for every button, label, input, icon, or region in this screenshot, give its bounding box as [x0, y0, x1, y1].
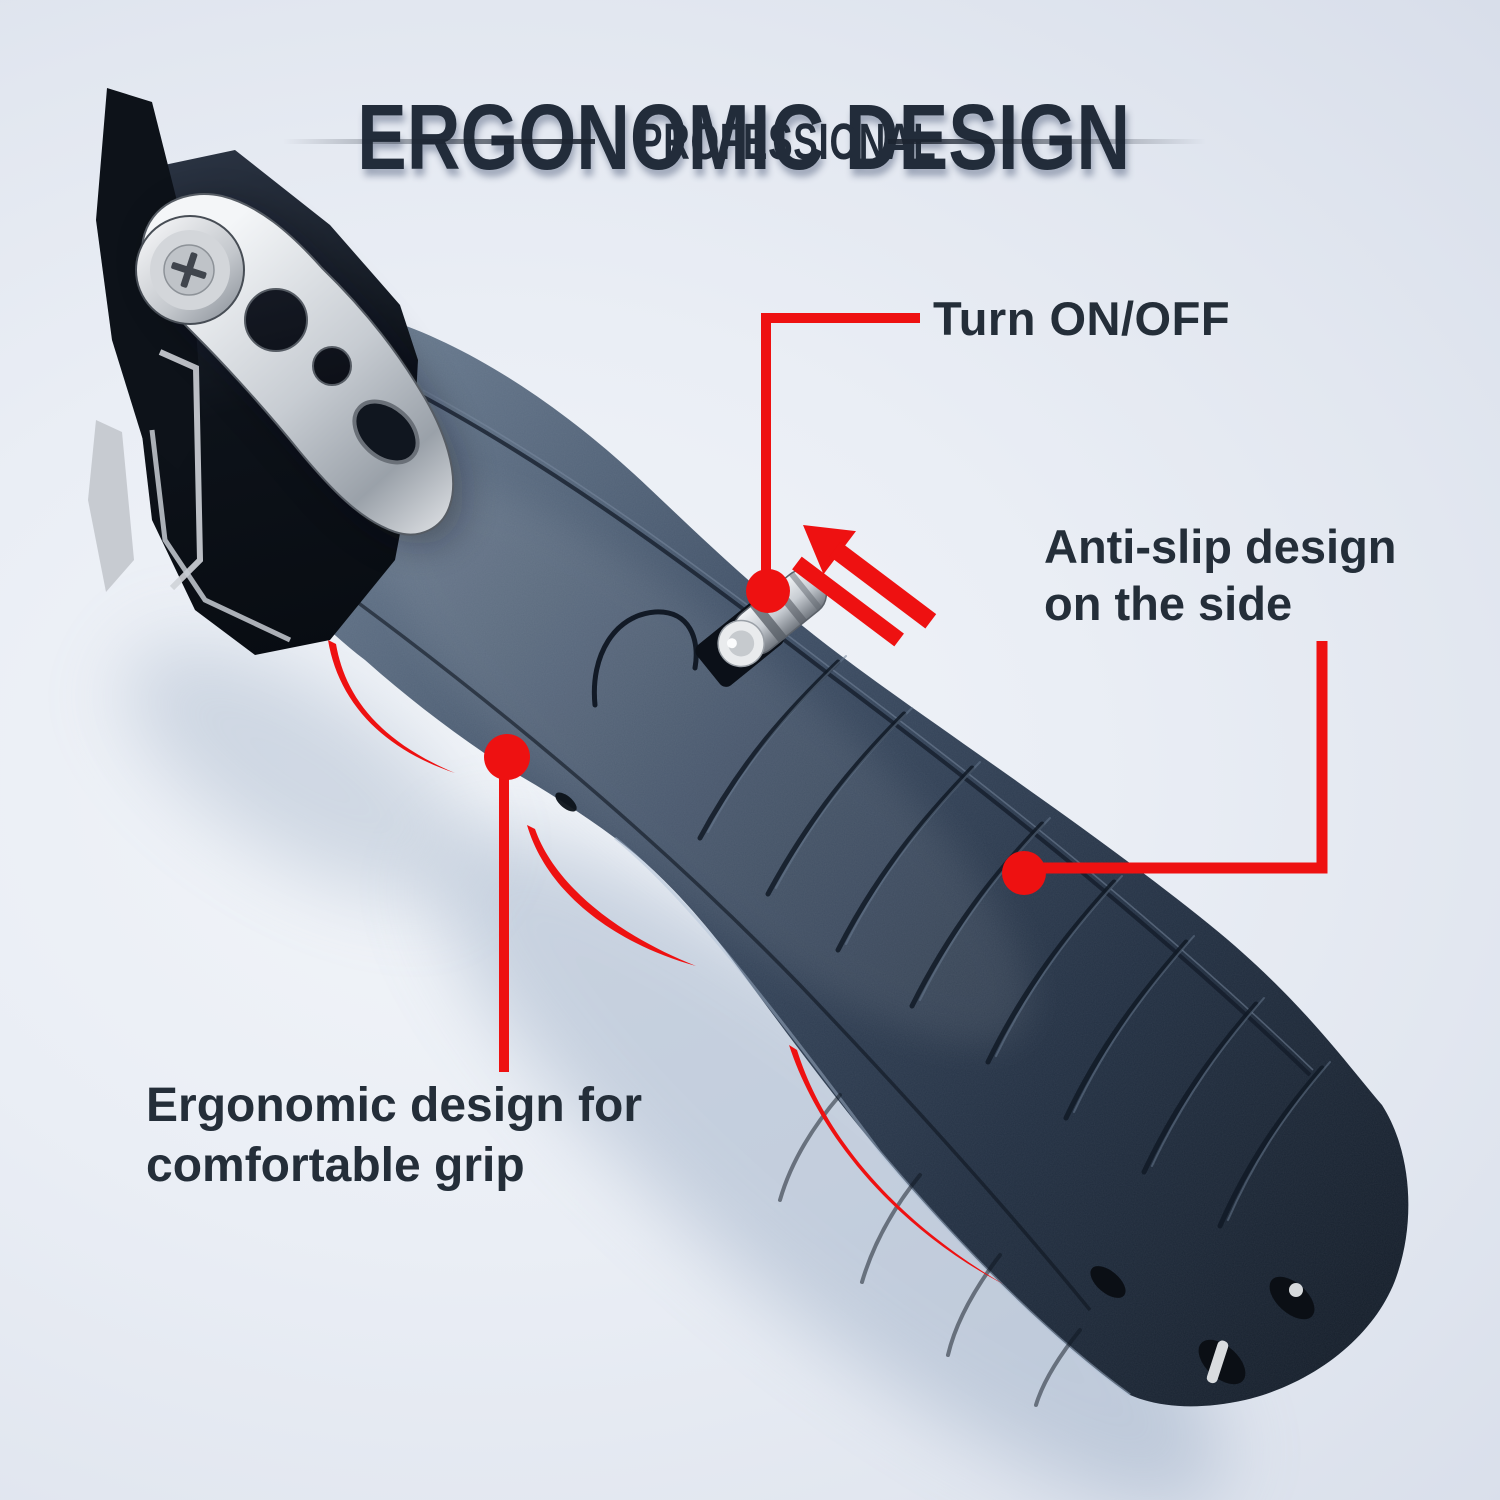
body-rim-light: [614, 836, 1131, 1397]
callout-label-anti-slip-line1: Anti-slip design: [1044, 520, 1397, 573]
switch-cap-highlight: [726, 638, 737, 649]
blade-edge-light: [88, 420, 134, 592]
callout-line-anti-slip: [1030, 641, 1328, 874]
body-seam-top: [419, 393, 1312, 1077]
anti-slip-ribs: [697, 655, 1331, 1407]
power-switch: [695, 569, 828, 687]
slide-direction-arrow-icon: [792, 525, 937, 647]
callout-label-anti-slip: Anti-slip design on the side: [1044, 518, 1397, 632]
screw-cross-icon: [171, 252, 207, 288]
callout-line-turn-onoff: [761, 313, 920, 592]
clipper-illustration: [88, 88, 1409, 1500]
charge-pin-hole: [1269, 1276, 1315, 1320]
callout-graphics: [328, 313, 1328, 1284]
clipper-shadow-head: [124, 641, 476, 899]
lever-oval-hole: [352, 399, 420, 465]
callout-label-ergonomic-line2: comfortable grip: [146, 1139, 525, 1192]
page-title: ERGONOMIC DESIGN: [357, 85, 1131, 190]
callout-label-turn-onoff: Turn ON/OFF: [933, 292, 1231, 345]
callout-label-anti-slip-line2: on the side: [1044, 577, 1293, 630]
tail-vent-hole: [1090, 1266, 1126, 1298]
grip-vent-hole: [555, 792, 577, 812]
callout-dot-anti-slip: [1002, 851, 1046, 895]
callout-label-ergonomic-line1: Ergonomic design for: [146, 1079, 643, 1132]
clipper-shadow: [437, 832, 1223, 1500]
body-seam-lower: [298, 558, 1092, 1312]
tail-details: [1090, 1266, 1315, 1385]
switch-ridge: [788, 571, 823, 611]
taper-lever: [135, 193, 464, 545]
charge-pin: [1289, 1283, 1303, 1297]
callout-label-ergonomic: Ergonomic design for comfortable grip: [146, 1076, 642, 1196]
body-seam-top-highlight: [422, 389, 1314, 1071]
callout-dot-switch: [746, 569, 790, 613]
subtitle-divider-right: [888, 139, 1206, 144]
subtitle-divider-left: [283, 139, 595, 144]
head-chrome-strip-lower: [149, 429, 292, 643]
callout-dot-ergonomic: [484, 734, 530, 780]
switch-cap-inner: [728, 630, 755, 657]
charge-pin: [1206, 1340, 1229, 1384]
body-groove-u: [591, 609, 699, 708]
